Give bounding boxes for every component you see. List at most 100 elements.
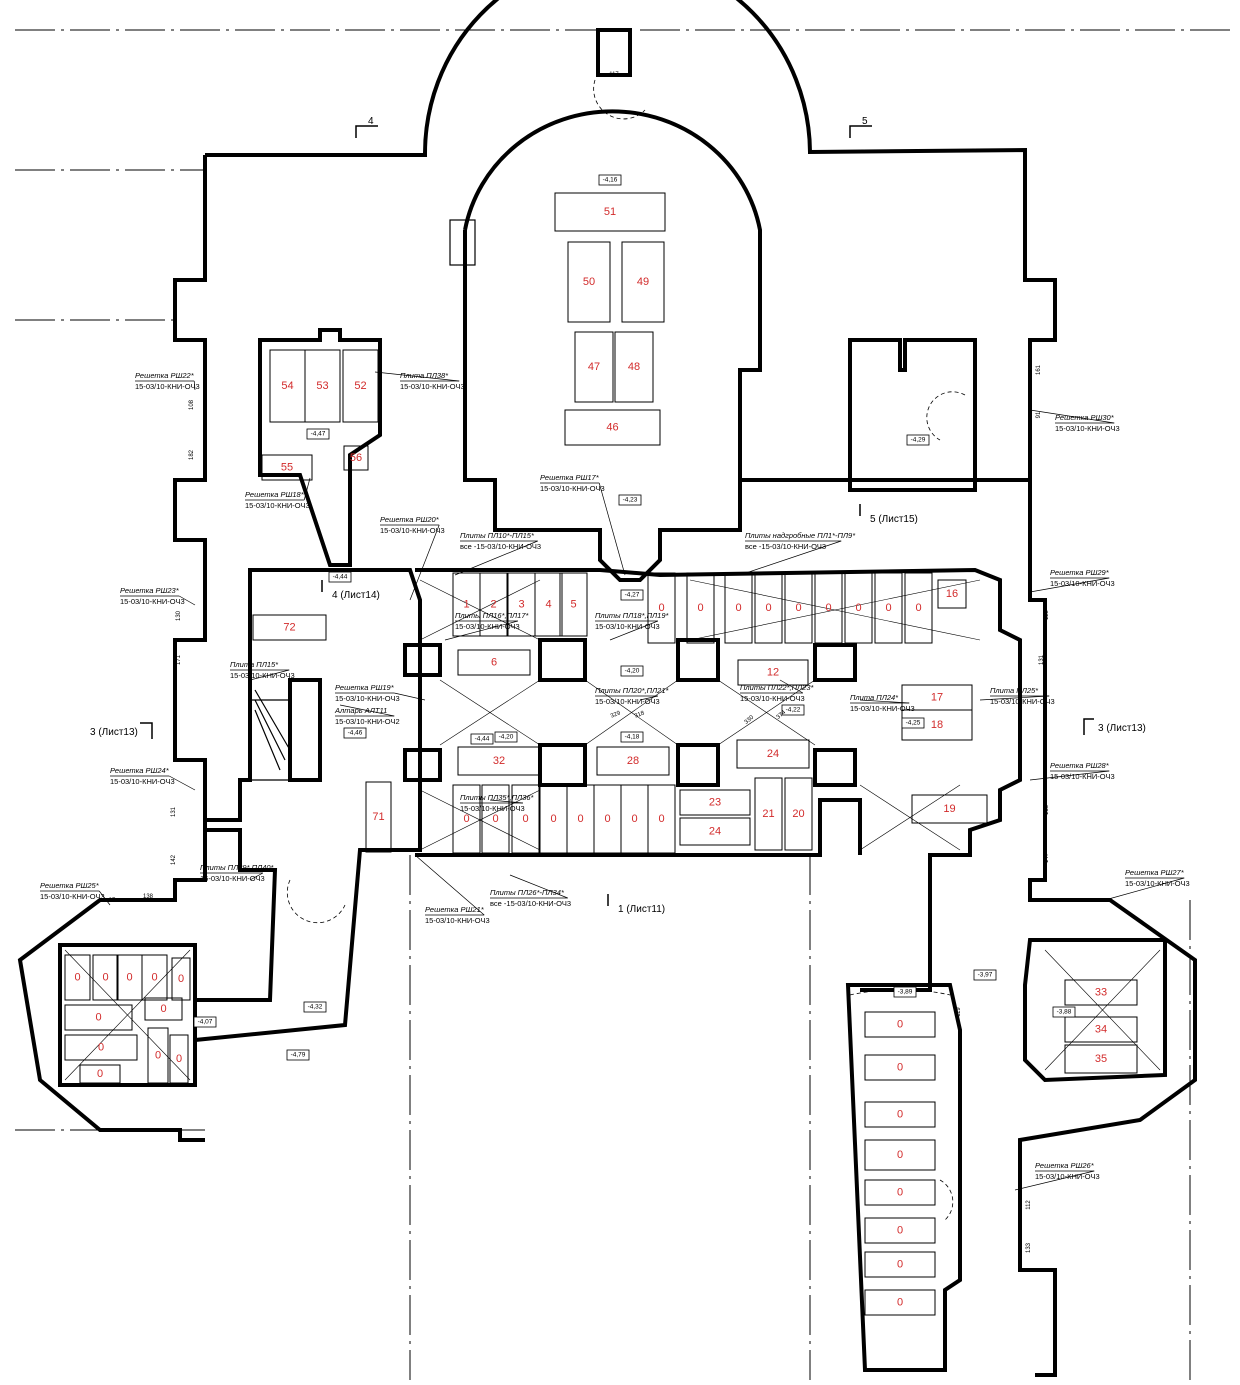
level-value: -4,46 bbox=[348, 730, 363, 737]
callout-10: Плиты ПЛ16*,ПЛ17*15-03/10-КНИ-ОЧ3 bbox=[444, 611, 530, 641]
slab-53: 0 bbox=[64, 1004, 133, 1031]
section-label: 3 (Лист13) bbox=[90, 727, 138, 738]
slab-0: 51 bbox=[554, 192, 666, 232]
level-box bbox=[781, 704, 805, 716]
callout-title: Решетка РШ22* bbox=[135, 371, 195, 380]
slab-23: 0 bbox=[844, 572, 873, 644]
slab-outline bbox=[647, 572, 676, 644]
slab-number: 0 bbox=[178, 973, 184, 985]
slab-outline bbox=[864, 1289, 936, 1316]
slab-number: 19 bbox=[943, 803, 955, 815]
slab-17: 0 bbox=[647, 572, 676, 644]
level-value: -4,32 bbox=[308, 1004, 323, 1011]
slab-number: 0 bbox=[897, 1224, 903, 1236]
slab-number: 0 bbox=[897, 1149, 903, 1161]
level-value: -4,29 bbox=[911, 437, 926, 444]
slab-number: 0 bbox=[765, 602, 771, 614]
dimension-8: 138 bbox=[143, 894, 154, 900]
callout-21: Плиты ПЛ35*,ПЛ36*15-03/10-КНИ-ОЧ3 bbox=[460, 793, 535, 813]
callout-23: Решетка РШ25*15-03/10-КНИ-ОЧ3 bbox=[40, 881, 111, 906]
callout-leader bbox=[489, 799, 523, 804]
slab-43: 23 bbox=[679, 789, 751, 816]
level-value: -4,07 bbox=[198, 1019, 213, 1026]
slab-28: 12 bbox=[737, 659, 809, 686]
slab-outline bbox=[864, 1101, 936, 1128]
callout-leader bbox=[739, 540, 842, 576]
level-box bbox=[303, 1001, 327, 1013]
slab-number: 0 bbox=[825, 602, 831, 614]
dimension-14: 147 bbox=[1044, 852, 1050, 863]
slab-61: 35 bbox=[1064, 1044, 1138, 1074]
level-marks: -4,16-4,47-4,23-4,29-4,44-4,27-4,20-4,46… bbox=[193, 174, 1076, 1061]
callout-leader bbox=[1104, 877, 1185, 901]
slab-13: 2 bbox=[479, 572, 508, 637]
slab-number: 35 bbox=[1095, 1053, 1107, 1065]
callout-leader bbox=[979, 695, 1050, 701]
slab-number: 0 bbox=[897, 1296, 903, 1308]
section-mark-5: 3 (Лист13) bbox=[1083, 718, 1146, 735]
callout-13: Решетка РШ19*15-03/10-КНИ-ОЧ3 bbox=[335, 683, 426, 703]
level-mark-0: -4,16 bbox=[598, 174, 622, 186]
callout-title: Решетка РШ26* bbox=[1035, 1161, 1095, 1170]
callout-title: Плиты надгробные ПЛ1*-ПЛ9* bbox=[745, 531, 856, 540]
slab-outline bbox=[937, 579, 967, 609]
slab-number: 56 bbox=[350, 452, 362, 464]
level-value: -4,25 bbox=[906, 720, 921, 727]
dimension-11: 129 bbox=[1044, 609, 1050, 620]
dimension-7: 97 bbox=[109, 898, 116, 904]
callout-3: Решетка РШ17*15-03/10-КНИ-ОЧ3 bbox=[540, 473, 626, 576]
level-value: -4,79 bbox=[291, 1052, 306, 1059]
callout-leader bbox=[249, 872, 264, 881]
callout-code: все -15-03/10-КНИ-ОЧ3 bbox=[745, 542, 826, 551]
slab-outline bbox=[784, 777, 813, 851]
slab-outline bbox=[147, 1027, 169, 1084]
callout-code: 15-03/10-КНИ-ОЧ3 bbox=[230, 671, 295, 680]
slab-37: 0 bbox=[511, 784, 540, 854]
slab-outline bbox=[911, 794, 988, 824]
slab-22: 0 bbox=[814, 572, 843, 644]
slab-number: 0 bbox=[897, 1258, 903, 1270]
slab-outline bbox=[864, 1217, 936, 1244]
slab-31: 32 bbox=[457, 746, 541, 776]
level-box bbox=[470, 733, 494, 745]
slab-outline bbox=[784, 572, 813, 644]
slab-4: 48 bbox=[614, 331, 654, 403]
slab-outline bbox=[614, 331, 654, 403]
slab-outline bbox=[864, 1011, 936, 1038]
slab-number: 0 bbox=[102, 971, 108, 983]
slab-15: 4 bbox=[534, 572, 563, 637]
slab-16: 5 bbox=[559, 572, 588, 637]
section-arrow bbox=[1083, 718, 1094, 735]
slab-outline bbox=[261, 454, 313, 481]
callout-title: Решетка РШ30* bbox=[1055, 413, 1115, 422]
level-mark-8: -4,44 bbox=[470, 733, 494, 745]
slab-outline bbox=[1064, 979, 1138, 1006]
slab-38: 0 bbox=[539, 784, 568, 854]
section-label: 1 (Лист11) bbox=[618, 904, 665, 915]
slab-outline bbox=[171, 957, 191, 1001]
level-box bbox=[306, 428, 330, 440]
slab-outline bbox=[559, 572, 588, 637]
slab-outline bbox=[252, 614, 327, 641]
callout-24: Плиты ПЛ26*-ПЛ34*все -15-03/10-КНИ-ОЧ3 bbox=[490, 874, 571, 908]
level-box bbox=[286, 1049, 310, 1061]
level-box bbox=[598, 174, 622, 186]
slab-number: 0 bbox=[126, 971, 132, 983]
callout-4: Решетка РШ30*15-03/10-КНИ-ОЧ3 bbox=[1029, 409, 1120, 433]
callout-11: Плиты ПЛ18*,ПЛ19*15-03/10-КНИ-ОЧ3 bbox=[595, 611, 670, 641]
callout-code: 15-03/10-КНИ-ОЧ3 bbox=[740, 694, 805, 703]
callout-code: 15-03/10-КНИ-ОЧ3 bbox=[380, 526, 445, 535]
level-mark-11: -4,22 bbox=[781, 704, 805, 716]
slab-55: 0 bbox=[64, 1034, 138, 1061]
level-mark-10: -4,18 bbox=[620, 731, 644, 743]
level-box bbox=[893, 986, 917, 998]
callout-code: 15-03/10-КНИ-ОЧ2 bbox=[335, 717, 400, 726]
level-mark-12: -4,25 bbox=[901, 717, 925, 729]
level-mark-7: -4,46 bbox=[343, 727, 367, 739]
callout-9: Решетка РШ29*15-03/10-КНИ-ОЧ3 bbox=[1029, 568, 1115, 593]
callout-title: Решетка РШ17* bbox=[540, 473, 600, 482]
callout-leader bbox=[1029, 770, 1110, 781]
slab-outline bbox=[304, 349, 341, 423]
slab-65: 0 bbox=[864, 1139, 936, 1171]
slab-number: 33 bbox=[1095, 986, 1107, 998]
